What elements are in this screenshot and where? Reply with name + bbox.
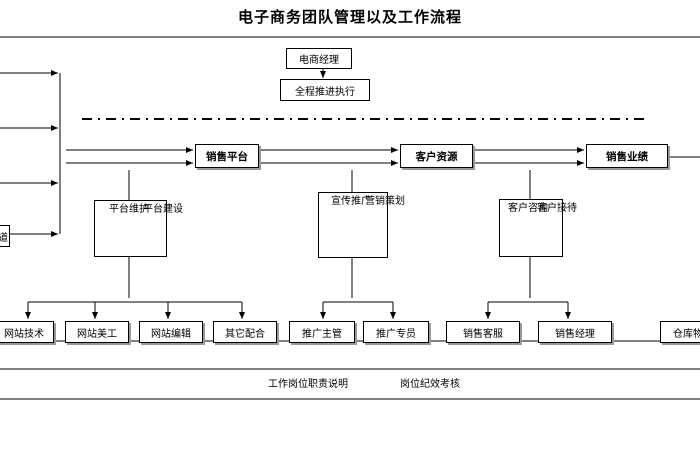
customer-duty-box: 客户咨询 客户接待: [499, 199, 577, 257]
footer-discipline: 岗位纪效考核: [400, 379, 460, 390]
role-web-tech: 网站技术: [0, 321, 54, 343]
ecommerce-manager-box: 电商经理: [286, 48, 352, 69]
footer-duties-desc: 工作岗位职责说明: [268, 379, 348, 390]
role-other: 其它配合: [213, 321, 277, 343]
role-web-design: 网站美工: [65, 321, 129, 343]
publicity-label: 宣传推广: [331, 196, 371, 207]
role-promo-lead: 推广主管: [289, 321, 355, 343]
platform-duty-box: 平台维护 平台建设: [94, 200, 183, 257]
customer-resource-box: 客户资源: [400, 144, 473, 168]
customer-reception-label: 客户接待: [537, 203, 577, 214]
sales-performance-box: 销售业绩: [586, 144, 668, 168]
role-promo-staff: 推广专员: [363, 321, 429, 343]
platform-maintain-label: 平台维护: [109, 204, 149, 215]
diagram-title: 电子商务团队管理以及工作流程: [237, 8, 462, 26]
marketing-plan-label: 营销策划: [365, 196, 405, 207]
customer-consult-label: 客户咨询: [508, 203, 548, 214]
role-web-editor: 网站编辑: [139, 321, 203, 343]
role-sales-manager: 销售经理: [538, 321, 612, 343]
full-process-box: 全程推进执行: [280, 79, 370, 101]
role-sales-service: 销售客服: [446, 321, 520, 343]
platform-build-label: 平台建设: [143, 204, 183, 215]
sales-platform-box: 销售平台: [195, 144, 259, 168]
promotion-duty-box: 宣传推广 营销策划: [318, 192, 405, 258]
role-warehouse: 仓库物: [660, 321, 700, 343]
left-partial-box: 道: [0, 225, 10, 247]
